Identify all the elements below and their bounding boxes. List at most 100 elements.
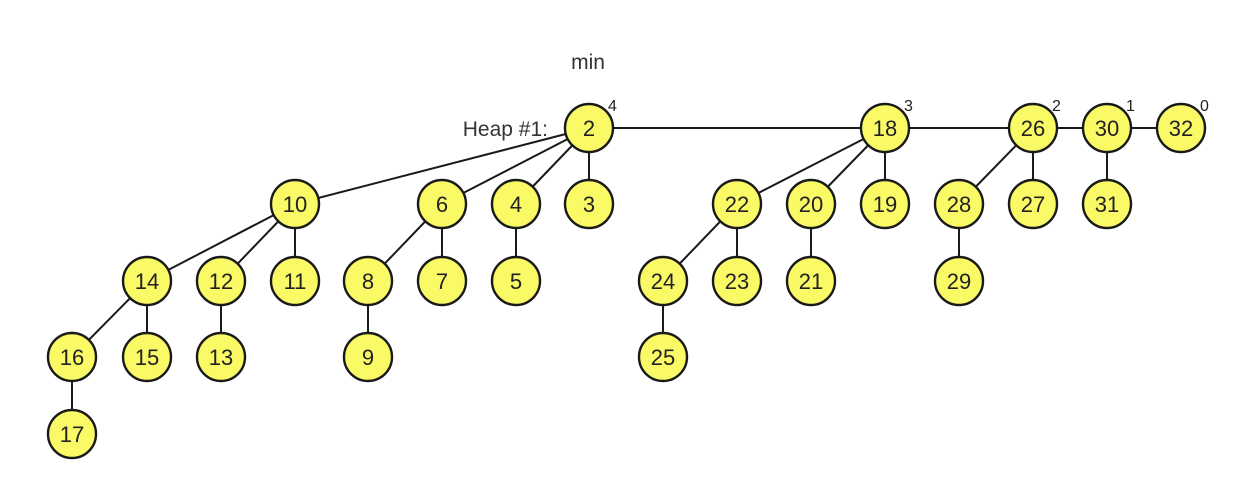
node-value: 22 xyxy=(725,192,749,217)
node-value: 19 xyxy=(873,192,897,217)
heap-edge-18-22 xyxy=(736,127,886,205)
node-circle xyxy=(490,178,542,230)
node-value: 26 xyxy=(1021,116,1045,141)
heap-node-9: 9 xyxy=(342,331,394,383)
node-value: 18 xyxy=(873,116,897,141)
heap-node-8: 8 xyxy=(342,255,394,307)
node-circle xyxy=(46,331,98,383)
heap-node-21: 21 xyxy=(785,255,837,307)
heap-title-label: Heap #1: xyxy=(462,118,548,141)
heap-node-15: 15 xyxy=(121,331,173,383)
heap-edge-2-10 xyxy=(294,127,590,205)
node-value: 32 xyxy=(1169,116,1193,141)
heap-node-27: 27 xyxy=(1007,178,1059,230)
node-value: 4 xyxy=(510,192,522,217)
node-circle xyxy=(1081,102,1133,154)
node-circle xyxy=(1155,102,1207,154)
heap-node-14: 14 xyxy=(121,255,173,307)
heap-node-2: 24 xyxy=(563,98,617,154)
heap-node-30: 30 1 xyxy=(1081,98,1135,154)
heap-node-29: 29 xyxy=(933,255,985,307)
node-circle xyxy=(46,408,98,460)
node-value: 11 xyxy=(284,269,307,294)
node-value: 15 xyxy=(135,345,159,370)
node-value: 5 xyxy=(510,269,522,294)
node-value: 21 xyxy=(799,269,823,294)
node-value: 28 xyxy=(947,192,971,217)
node-circle xyxy=(859,178,911,230)
node-circle xyxy=(195,255,247,307)
node-value: 10 xyxy=(283,192,307,217)
node-circle xyxy=(121,331,173,383)
node-value: 23 xyxy=(725,269,749,294)
node-value: 13 xyxy=(209,345,233,370)
node-degree-label: 1 xyxy=(1126,98,1135,115)
heap-node-22: 22 xyxy=(711,178,763,230)
node-value: 6 xyxy=(436,192,448,217)
min-pointer-label: min xyxy=(571,51,605,74)
heap-node-32: 32 0 xyxy=(1155,98,1209,154)
node-value: 7 xyxy=(436,269,448,294)
heap-node-24: 24 xyxy=(637,255,689,307)
heap-node-26: 26 2 xyxy=(1007,98,1061,154)
node-value: 17 xyxy=(60,422,84,447)
heap-node-19: 19 xyxy=(859,178,911,230)
heap-node-12: 12 xyxy=(195,255,247,307)
node-circle xyxy=(563,178,615,230)
node-circle xyxy=(342,255,394,307)
node-circle xyxy=(1081,178,1133,230)
node-circle xyxy=(785,178,837,230)
heap-node-17: 17 xyxy=(46,408,98,460)
heap-node-18: 18 3 xyxy=(859,98,913,154)
heap-node-11: 11 xyxy=(269,255,321,307)
node-value: 25 xyxy=(651,345,675,370)
node-circle xyxy=(269,255,321,307)
heap-node-16: 16 xyxy=(46,331,98,383)
node-circle xyxy=(416,178,468,230)
heap-node-31: 31 xyxy=(1081,178,1133,230)
node-circle xyxy=(711,178,763,230)
node-circle xyxy=(637,255,689,307)
node-degree-label: 2 xyxy=(1052,98,1061,115)
heap-node-10: 10 xyxy=(269,178,321,230)
node-circle xyxy=(121,255,173,307)
node-circle xyxy=(342,331,394,383)
node-circle xyxy=(490,255,542,307)
heap-edge-10-14 xyxy=(146,203,296,282)
heap-node-3: 3 xyxy=(563,178,615,230)
node-circle xyxy=(933,255,985,307)
node-circle xyxy=(859,102,911,154)
node-value: 9 xyxy=(362,345,374,370)
heap-node-4: 4 xyxy=(490,178,542,230)
node-degree-label: 3 xyxy=(904,98,913,115)
node-circle xyxy=(1007,178,1059,230)
node-value: 8 xyxy=(362,269,374,294)
node-value: 31 xyxy=(1095,192,1119,217)
node-circle xyxy=(933,178,985,230)
node-value: 3 xyxy=(583,192,595,217)
node-circle xyxy=(563,102,615,154)
node-circle xyxy=(195,331,247,383)
node-circle xyxy=(1007,102,1059,154)
node-circle xyxy=(269,178,321,230)
node-value: 24 xyxy=(651,269,675,294)
node-value: 29 xyxy=(947,269,971,294)
node-degree-label: 4 xyxy=(608,98,617,115)
heap-node-20: 20 xyxy=(785,178,837,230)
node-circle xyxy=(416,255,468,307)
heap-node-28: 28 xyxy=(933,178,985,230)
node-circle xyxy=(637,331,689,383)
node-value: 12 xyxy=(209,269,233,294)
node-value: 14 xyxy=(135,269,159,294)
node-value: 27 xyxy=(1021,192,1045,217)
heap-edge-2-6 xyxy=(441,127,590,205)
node-value: 16 xyxy=(60,345,84,370)
node-degree-label: 0 xyxy=(1200,98,1209,115)
heap-node-23: 23 xyxy=(711,255,763,307)
heap-node-7: 7 xyxy=(416,255,468,307)
node-value: 30 xyxy=(1095,116,1119,141)
heap-node-25: 25 xyxy=(637,331,689,383)
heap-node-13: 13 xyxy=(195,331,247,383)
